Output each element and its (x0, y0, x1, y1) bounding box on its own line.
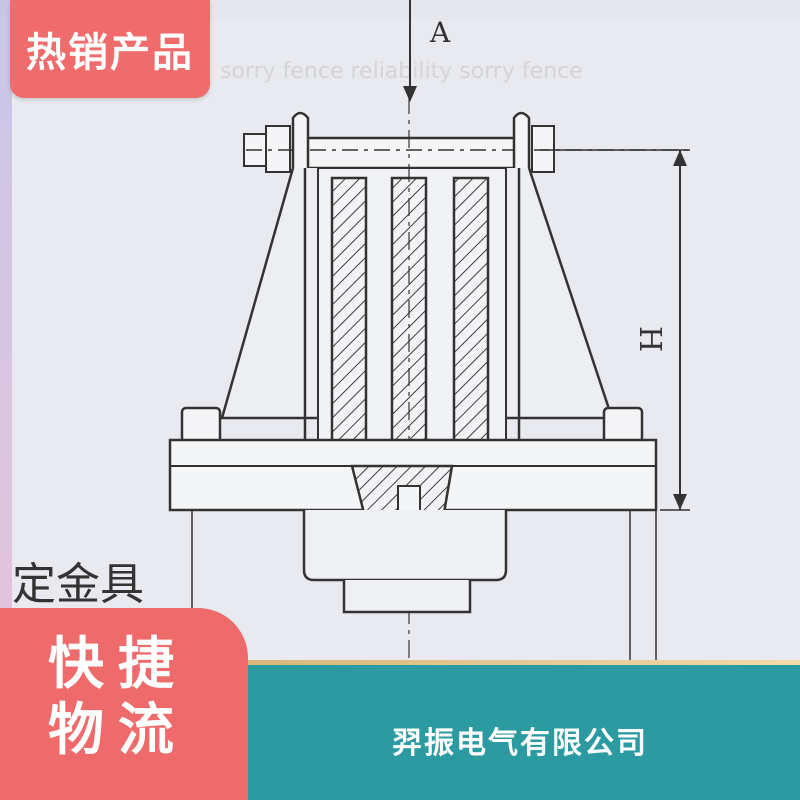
dimension-h (540, 149, 690, 511)
promo-line-2: 物流 (48, 698, 188, 763)
promo-block (0, 608, 248, 800)
promo-line-1: 快捷 (48, 632, 188, 697)
gold-accent-line (240, 660, 800, 665)
dimension-a (403, 0, 417, 102)
dimension-h-label: H (632, 326, 667, 352)
svg-text:sorry fence reliability sorry: sorry fence reliability sorry fence (220, 59, 583, 84)
dimension-a-label: A (429, 16, 451, 49)
company-name: 羿振电气有限公司 (392, 726, 648, 761)
side-label: 定金具 (12, 559, 144, 610)
left-gradient-strip (0, 0, 12, 800)
promo-text: 快捷 物流 (48, 632, 188, 764)
hot-products-badge[interactable]: 热销产品 (10, 0, 210, 98)
